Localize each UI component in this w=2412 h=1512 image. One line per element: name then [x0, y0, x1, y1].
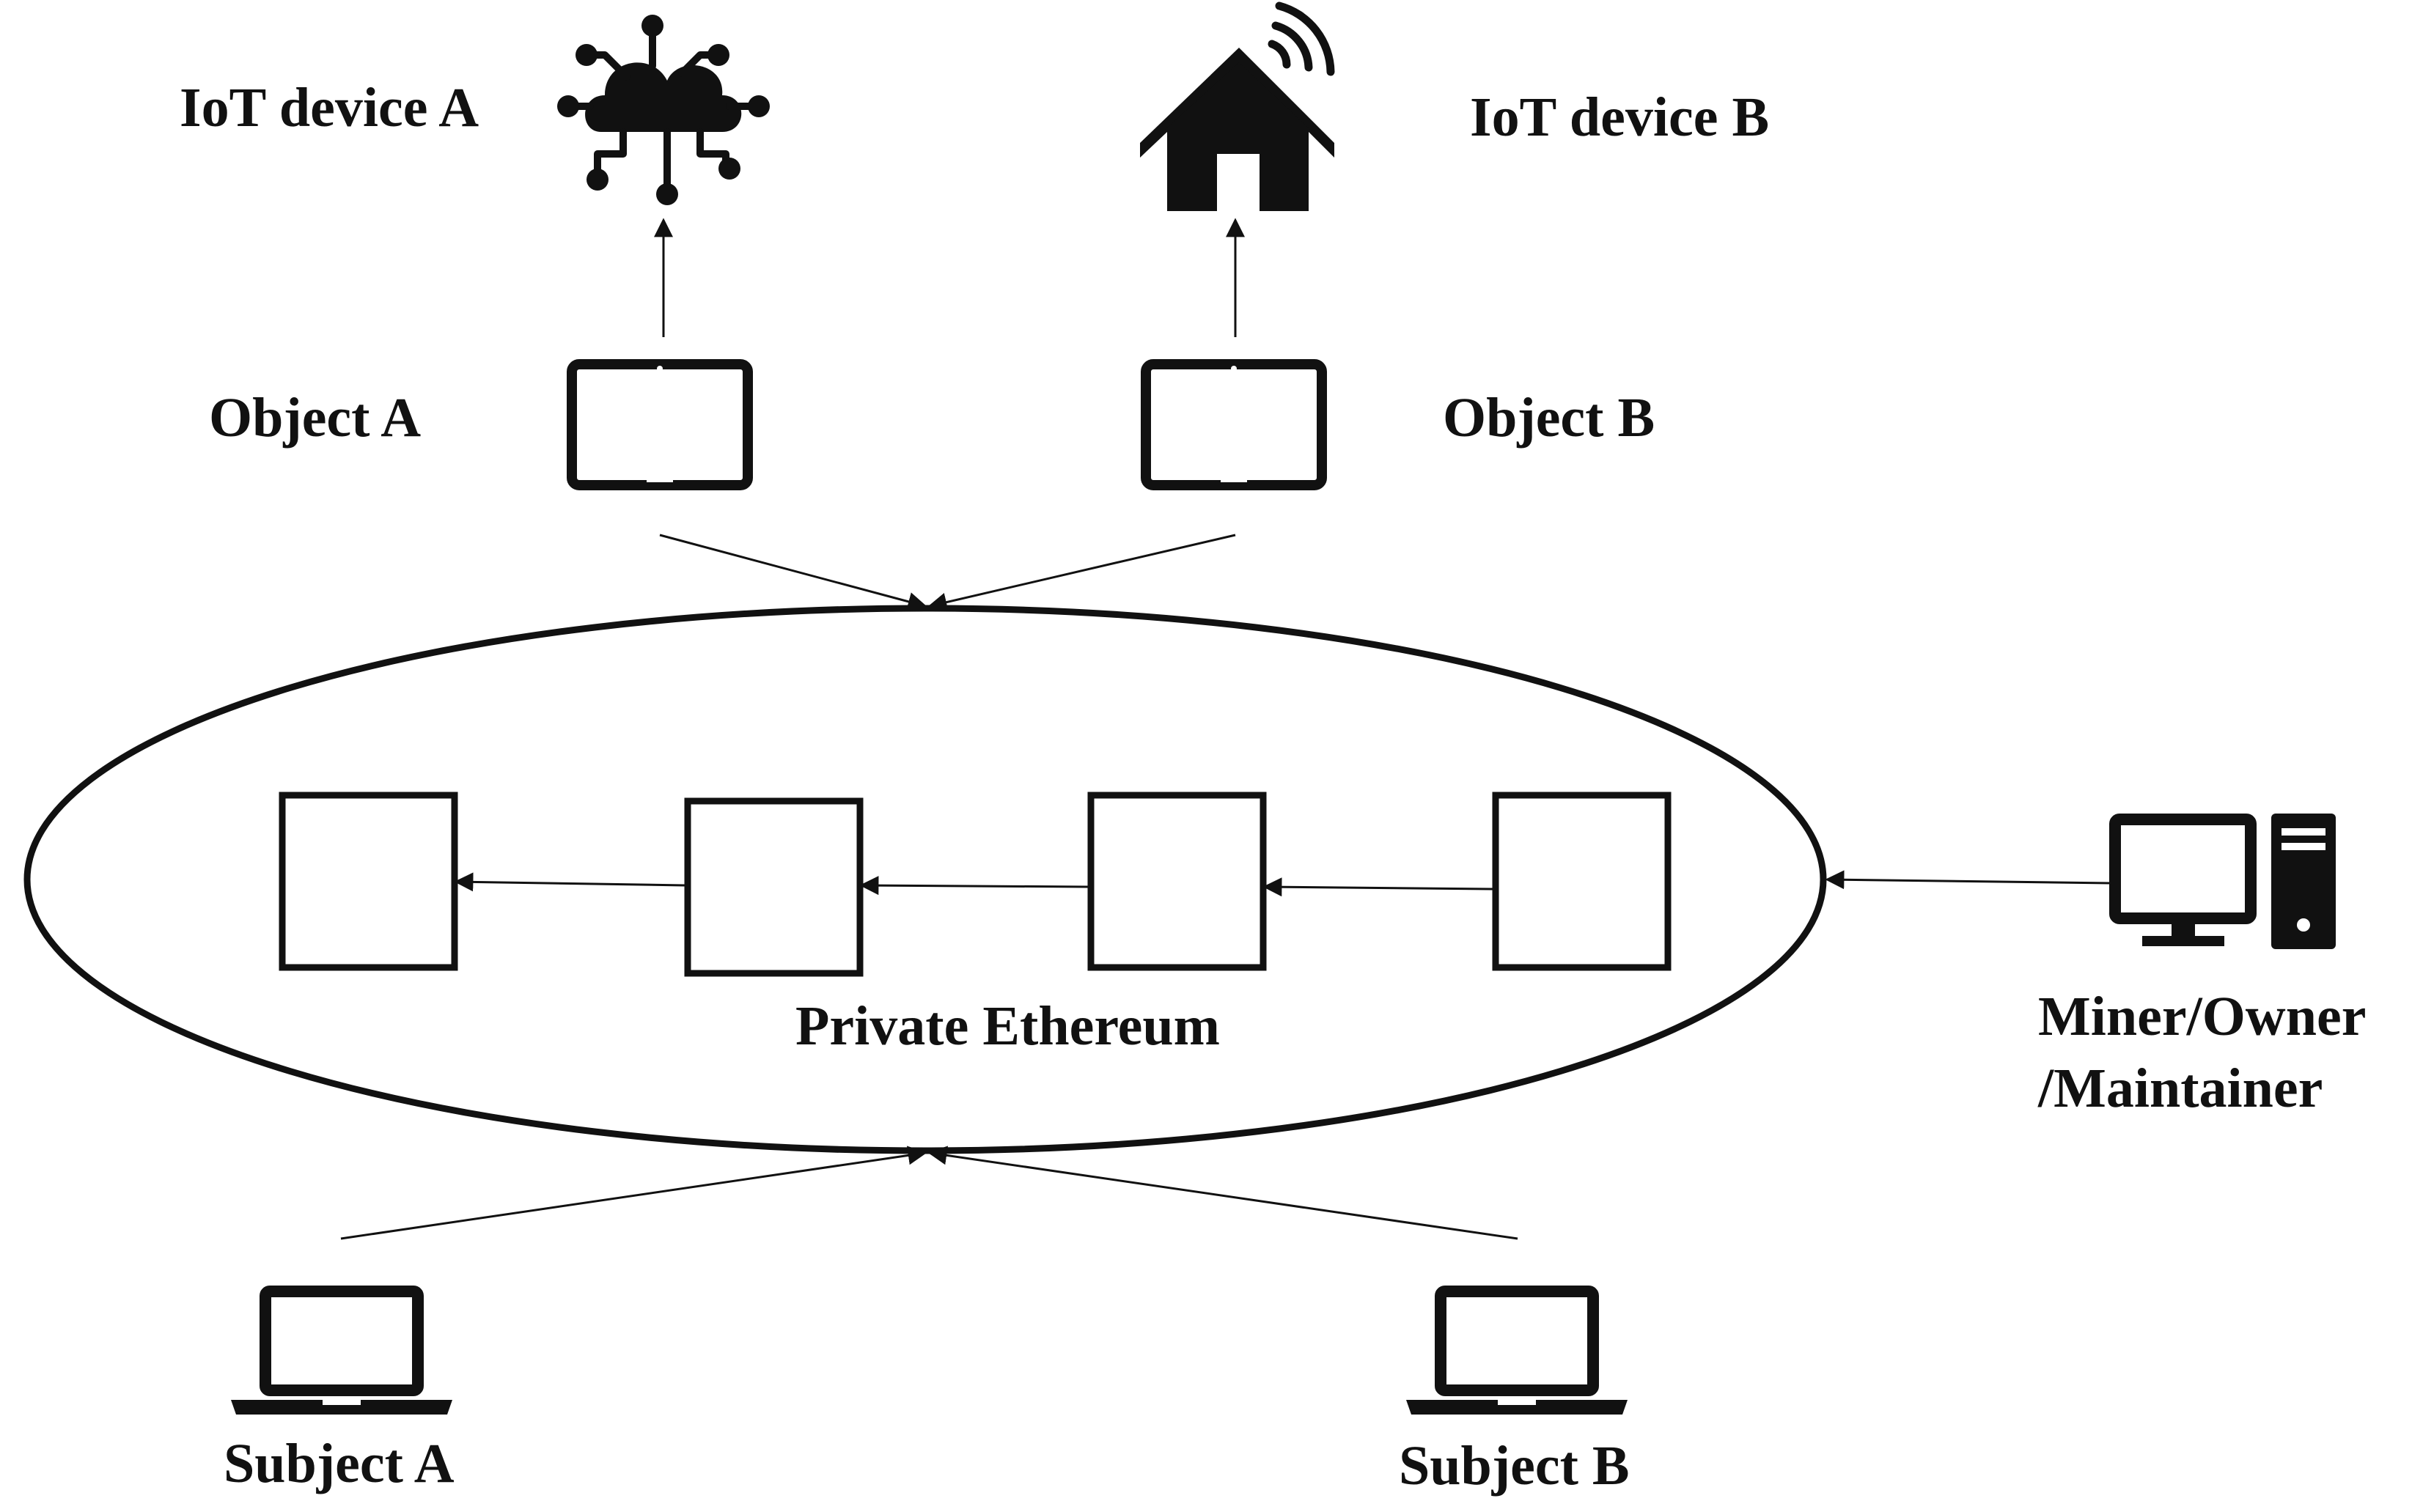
arrow-object-b-to-network [927, 534, 1236, 612]
block-2 [684, 797, 864, 977]
arrow-miner-to-network [1825, 870, 2112, 890]
object-b-label: Object B [1443, 387, 1655, 449]
block-4 [1492, 792, 1672, 971]
miner-label-line1: Miner/Owner [2038, 986, 2366, 1047]
arrow-subject-a-to-network [340, 1146, 927, 1240]
arrow-block-3-to-block-2 [859, 876, 1089, 896]
arrow-object-a-to-network [659, 534, 927, 611]
block-3 [1087, 792, 1267, 971]
block-1 [279, 792, 458, 971]
subject-b-label: Subject B [1399, 1435, 1630, 1497]
laptop-icon [231, 1286, 452, 1415]
desktop-computer-icon [2109, 814, 2336, 949]
smart-home-icon [1140, 1, 1335, 211]
laptop-icon [1406, 1286, 1628, 1415]
object-a-label: Object A [209, 387, 421, 449]
iot-device-b-label: IoT device B [1470, 86, 1769, 148]
arrow-block-4-to-block-3 [1262, 877, 1493, 897]
arrow-block-2-to-block-1 [454, 872, 685, 892]
cloud-network-icon [557, 15, 770, 205]
tablet-icon [567, 359, 753, 490]
tablet-icon [1141, 359, 1327, 490]
arrow-subject-b-to-network [927, 1146, 1518, 1240]
network-label: Private Ethereum [795, 995, 1220, 1057]
miner-label-line2: /Maintainer [2037, 1058, 2323, 1119]
iot-device-a-label: IoT device A [180, 77, 479, 139]
private-ethereum-network [23, 605, 1827, 1154]
subject-a-label: Subject A [224, 1433, 455, 1494]
